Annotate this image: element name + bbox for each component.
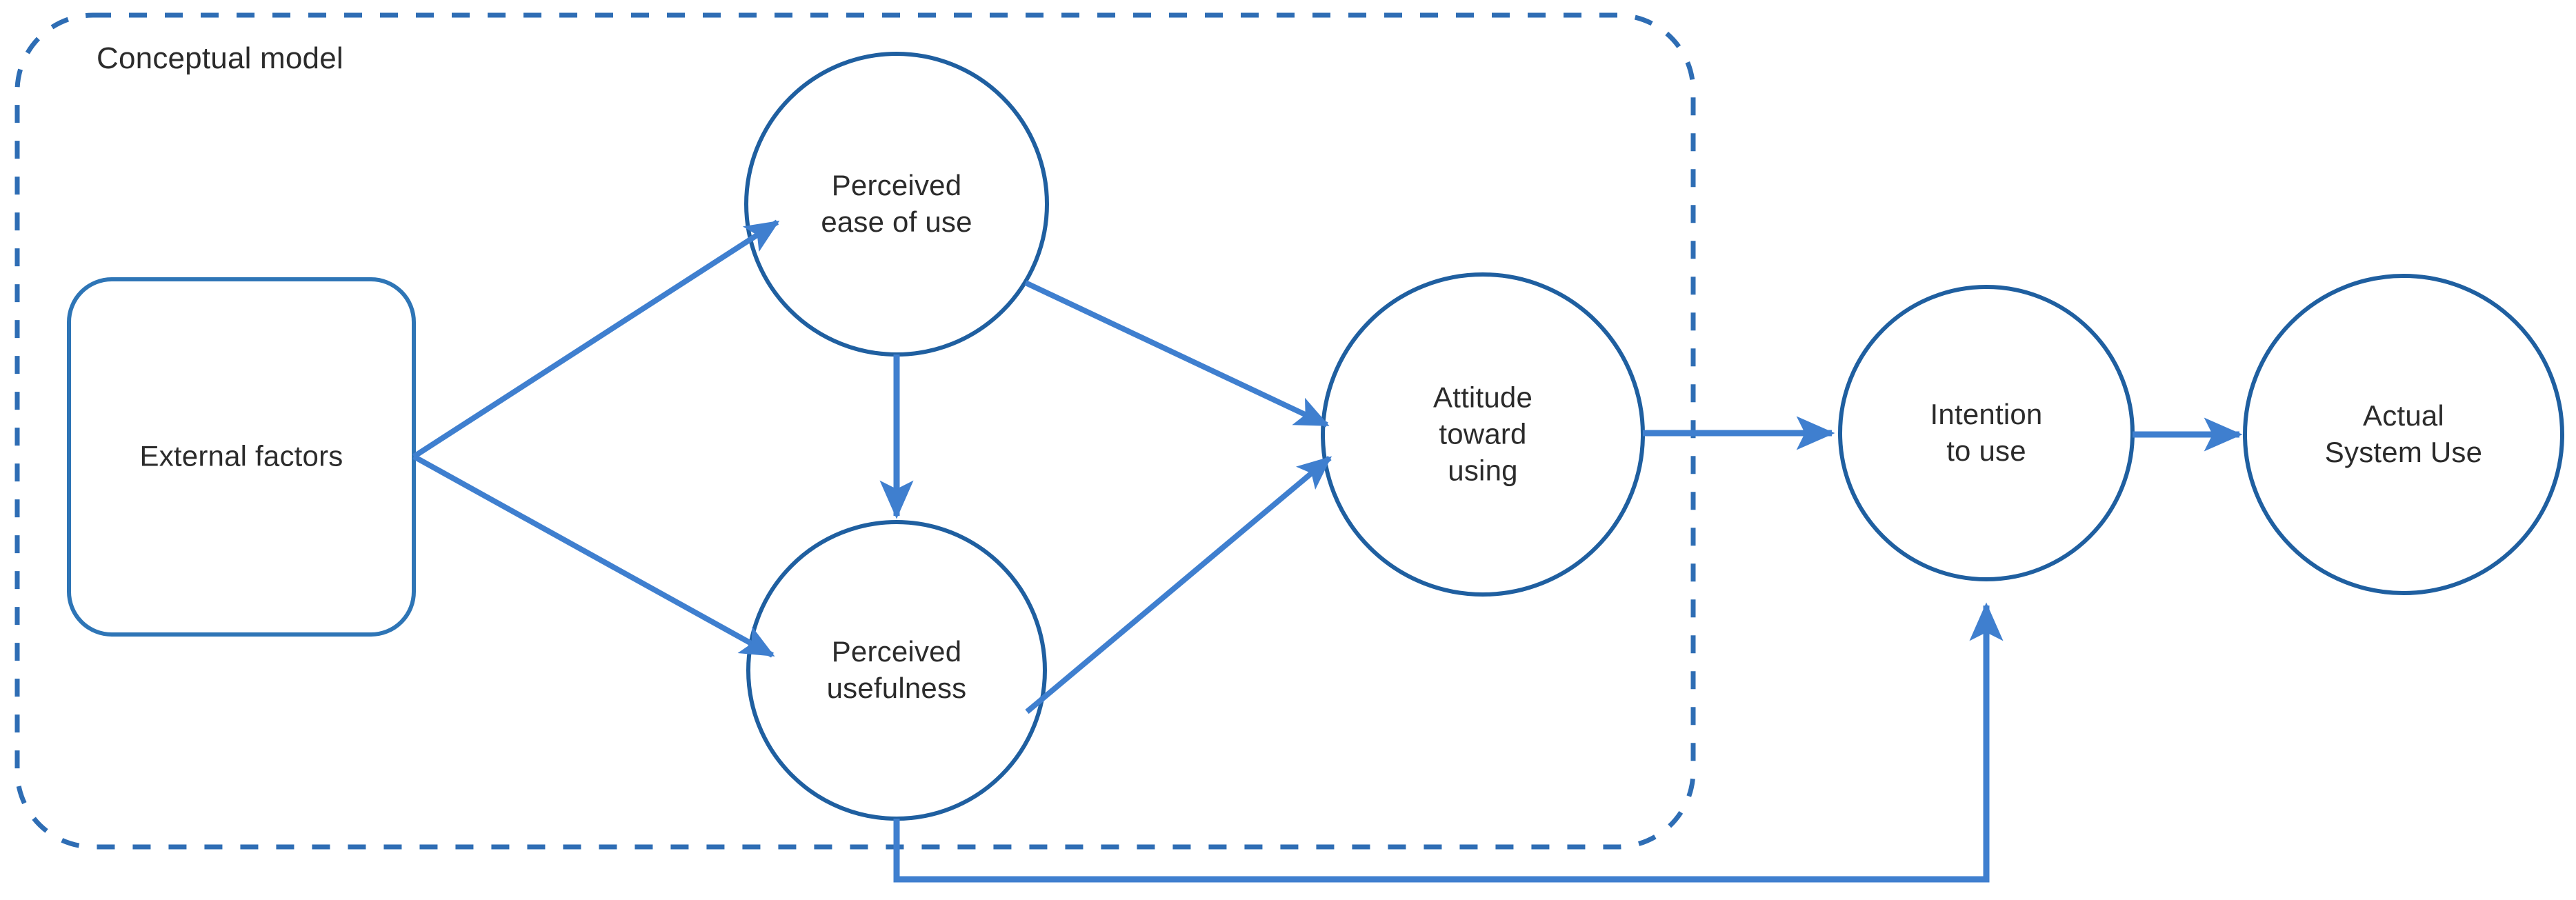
conceptual-model-label: Conceptual model <box>97 41 343 75</box>
node-external-factors-shape[interactable] <box>67 277 416 637</box>
edge-ease-to-attitude[interactable] <box>1024 280 1330 428</box>
node-perceived-ease-of-use-shape[interactable] <box>744 52 1049 357</box>
edge-usefulness-to-attitude[interactable] <box>1025 455 1332 714</box>
node-actual-system-use-shape[interactable] <box>2243 274 2564 595</box>
node-perceived-usefulness-shape[interactable] <box>746 520 1047 821</box>
edge-usefulness-to-intention[interactable] <box>893 602 2004 883</box>
node-attitude-toward-using-shape[interactable] <box>1321 272 1645 597</box>
node-intention-to-use-shape[interactable] <box>1838 285 2135 581</box>
edge-external-to-ease[interactable] <box>412 219 780 459</box>
edge-external-to-usefulness[interactable] <box>412 454 775 658</box>
